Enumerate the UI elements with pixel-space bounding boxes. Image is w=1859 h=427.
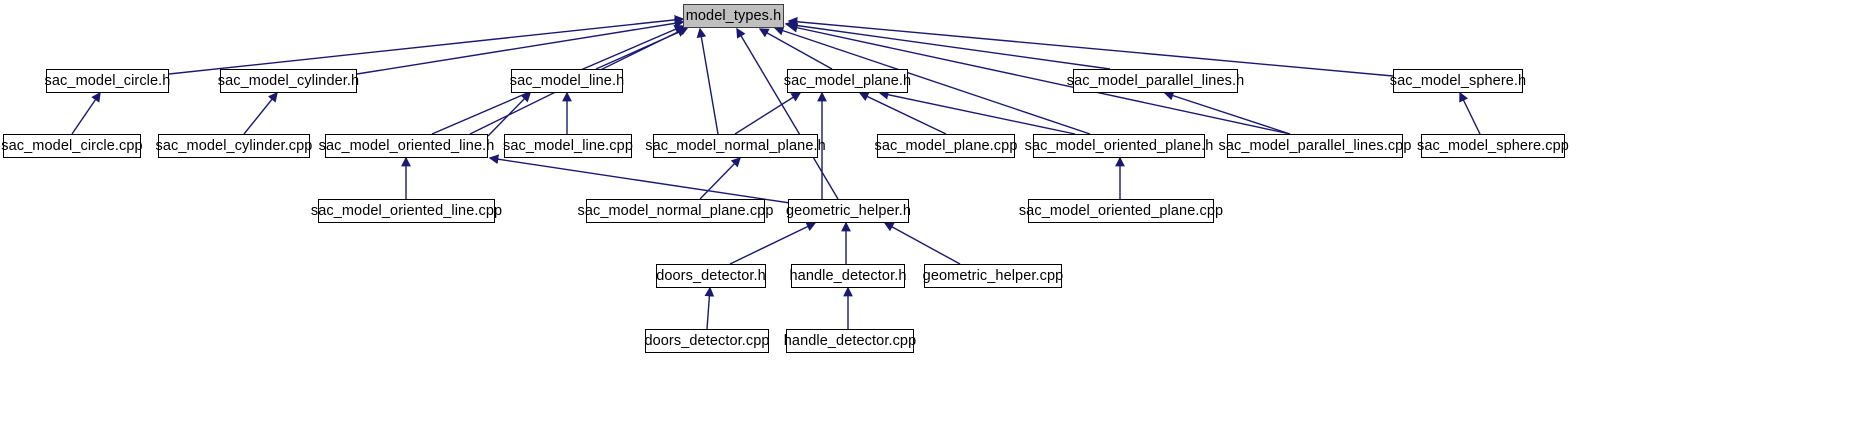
graph-node-sac-model-oriented-plane-cpp[interactable]: sac_model_oriented_plane.cpp <box>1019 199 1223 223</box>
graph-node-sac-model-normal-plane-h[interactable]: sac_model_normal_plane.h <box>645 134 826 158</box>
graph-edge <box>487 91 531 137</box>
graph-node-sac-model-oriented-plane-h[interactable]: sac_model_oriented_plane.h <box>1025 134 1213 158</box>
graph-node-sac-model-oriented-line-h[interactable]: sac_model_oriented_line.h <box>319 134 494 158</box>
graph-edge <box>773 26 1091 135</box>
graph-node-sac-model-sphere-h[interactable]: sac_model_sphere.h <box>1389 69 1527 93</box>
graph-node-handle-detector-h[interactable]: handle_detector.h <box>789 264 907 288</box>
graph-edge <box>168 15 685 75</box>
graph-node-geometric-helper-h[interactable]: geometric_helper.h <box>785 199 912 223</box>
graph-node-label: sac_model_plane.h <box>783 72 912 89</box>
graph-node-label: sac_model_line.cpp <box>503 137 633 154</box>
graph-node-sac-model-circle-h[interactable]: sac_model_circle.h <box>44 69 171 93</box>
graph-node-handle-detector-cpp[interactable]: handle_detector.cpp <box>783 329 917 353</box>
graph-node-sac-model-normal-plane-cpp[interactable]: sac_model_normal_plane.cpp <box>577 199 773 223</box>
graph-node-sac-model-plane-cpp[interactable]: sac_model_plane.cpp <box>874 134 1018 158</box>
graph-node-label: sac_model_sphere.cpp <box>1417 137 1569 154</box>
graph-node-label: doors_detector.cpp <box>644 332 770 349</box>
graph-node-label: geometric_helper.h <box>785 202 912 219</box>
graph-node-label: sac_model_oriented_plane.cpp <box>1018 202 1224 219</box>
graph-node-label: sac_model_parallel_lines.h <box>1066 72 1245 89</box>
graph-edge <box>696 27 719 135</box>
graph-node-doors-detector-h[interactable]: doors_detector.h <box>656 264 766 288</box>
graph-edge <box>734 92 802 135</box>
graph-node-label: sac_model_circle.h <box>44 72 171 89</box>
graph-node-sac-model-parallel-lines-cpp[interactable]: sac_model_parallel_lines.cpp <box>1218 134 1411 158</box>
graph-edge <box>356 18 685 75</box>
graph-node-label: sac_model_oriented_line.cpp <box>310 202 503 219</box>
graph-node-sac-model-parallel-lines-h[interactable]: sac_model_parallel_lines.h <box>1067 69 1244 93</box>
graph-node-sac-model-plane-h[interactable]: sac_model_plane.h <box>783 69 912 93</box>
graph-edge <box>243 91 278 135</box>
graph-edge <box>878 89 1076 135</box>
graph-node-sac-model-oriented-line-cpp[interactable]: sac_model_oriented_line.cpp <box>311 199 502 223</box>
graph-edge <box>71 91 101 135</box>
graph-edge <box>1163 90 1291 135</box>
graph-node-label: sac_model_oriented_plane.h <box>1024 137 1214 154</box>
graph-node-sac-model-cylinder-h[interactable]: sac_model_cylinder.h <box>217 69 360 93</box>
graph-edge <box>488 154 791 204</box>
graph-node-label: geometric_helper.cpp <box>922 267 1064 284</box>
graph-node-sac-model-line-h[interactable]: sac_model_line.h <box>509 69 625 93</box>
graph-node-label: sac_model_normal_plane.cpp <box>577 202 774 219</box>
graph-node-doors-detector-cpp[interactable]: doors_detector.cpp <box>644 329 770 353</box>
graph-node-geometric-helper-cpp[interactable]: geometric_helper.cpp <box>922 264 1064 288</box>
graph-node-label: sac_model_oriented_line.h <box>318 137 495 154</box>
graph-node-label: sac_model_sphere.h <box>1389 72 1527 89</box>
edge-layer <box>71 15 1481 330</box>
graph-node-sac-model-sphere-cpp[interactable]: sac_model_sphere.cpp <box>1417 134 1569 158</box>
graph-edge <box>787 16 1394 77</box>
graph-node-label: sac_model_parallel_lines.cpp <box>1218 137 1412 154</box>
graph-edge <box>729 222 817 265</box>
graph-node-label: handle_detector.h <box>789 267 907 284</box>
graph-edge <box>883 222 961 265</box>
graph-node-label: sac_model_circle.cpp <box>1 137 143 154</box>
graph-edge <box>758 28 833 70</box>
graph-edge <box>787 22 1291 135</box>
graph-node-label: handle_detector.cpp <box>783 332 917 349</box>
graph-edge <box>1459 91 1481 135</box>
graph-node-model-types[interactable]: model_types.h <box>683 4 784 28</box>
graph-edge <box>699 156 741 200</box>
graph-node-label: sac_model_line.h <box>509 72 625 89</box>
graph-node-label: doors_detector.h <box>656 267 766 284</box>
graph-edge <box>784 20 1111 70</box>
graph-edge <box>704 286 715 330</box>
graph-node-label: sac_model_cylinder.h <box>217 72 360 89</box>
graph-node-sac-model-line-cpp[interactable]: sac_model_line.cpp <box>503 134 633 158</box>
graph-node-sac-model-cylinder-cpp[interactable]: sac_model_cylinder.cpp <box>155 134 313 158</box>
graph-node-label: sac_model_normal_plane.h <box>645 137 826 154</box>
graph-node-sac-model-circle-cpp[interactable]: sac_model_circle.cpp <box>1 134 143 158</box>
graph-edge <box>736 27 839 200</box>
graph-node-label: sac_model_cylinder.cpp <box>155 137 313 154</box>
graph-edge <box>858 92 947 135</box>
graph-node-label: sac_model_plane.cpp <box>874 137 1018 154</box>
graph-node-label: model_types.h <box>685 7 782 24</box>
